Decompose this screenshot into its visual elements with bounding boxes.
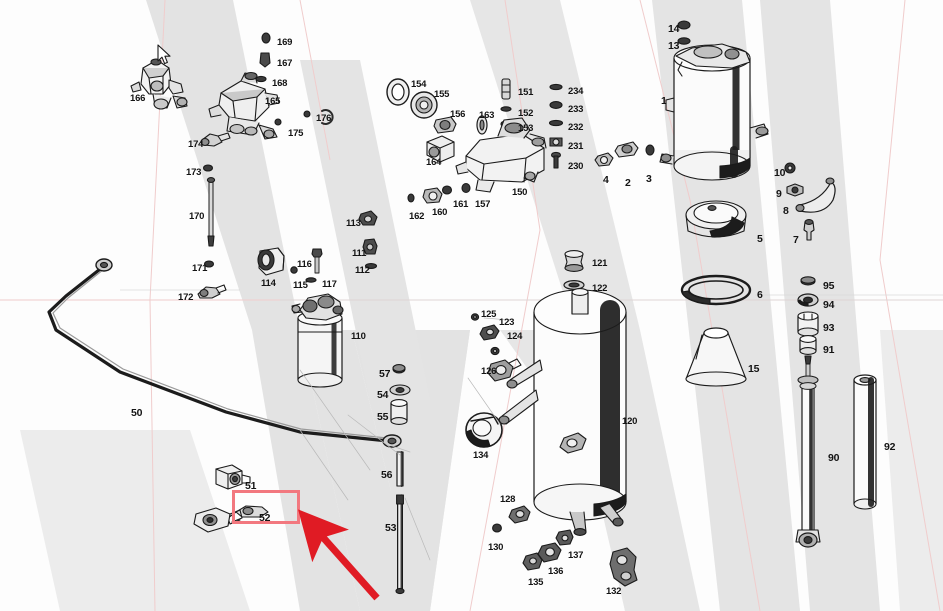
highlight-box-part-52	[232, 490, 300, 524]
callout-165: 165	[265, 96, 281, 107]
callout-10: 10	[774, 167, 786, 179]
callout-121: 121	[592, 258, 608, 269]
callout-135: 135	[528, 577, 544, 588]
callout-136: 136	[548, 566, 564, 577]
callout-232: 232	[568, 122, 584, 133]
mouse-cursor	[157, 44, 171, 65]
callout-176: 176	[316, 113, 332, 124]
callout-2: 2	[625, 177, 631, 189]
callout-124: 124	[507, 331, 523, 342]
callout-174: 174	[188, 139, 204, 150]
callout-151: 151	[518, 87, 534, 98]
callout-167: 167	[277, 58, 293, 69]
callout-7: 7	[793, 234, 799, 246]
callout-134: 134	[473, 450, 489, 461]
callout-153: 153	[518, 123, 534, 134]
callout-155: 155	[434, 89, 450, 100]
callout-157: 157	[475, 199, 491, 210]
callout-233: 233	[568, 104, 584, 115]
callout-50: 50	[131, 407, 143, 419]
callout-171: 171	[192, 263, 208, 274]
callout-128: 128	[500, 494, 516, 505]
callout-166: 166	[130, 93, 146, 104]
callout-55: 55	[377, 411, 389, 423]
callout-170: 170	[189, 211, 205, 222]
callout-120: 120	[622, 416, 638, 427]
callout-95: 95	[823, 280, 835, 292]
callout-117: 117	[322, 279, 337, 290]
callout-162: 162	[409, 211, 425, 222]
callout-173: 173	[186, 167, 202, 178]
callout-6: 6	[757, 289, 763, 301]
callout-125: 125	[481, 309, 497, 320]
callout-122: 122	[592, 283, 608, 294]
callout-126: 126	[481, 366, 497, 377]
callout-160: 160	[432, 207, 448, 218]
callout-94: 94	[823, 299, 835, 311]
callout-56: 56	[381, 469, 393, 481]
callout-132: 132	[606, 586, 622, 597]
callout-9: 9	[776, 188, 782, 200]
callout-90: 90	[828, 452, 840, 464]
callout-13: 13	[668, 40, 680, 52]
callout-53: 53	[385, 522, 397, 534]
callout-123: 123	[499, 317, 515, 328]
callout-137: 137	[568, 550, 584, 561]
callout-52: 52	[259, 512, 271, 524]
callout-234: 234	[568, 86, 584, 97]
callout-156: 156	[450, 109, 466, 120]
callout-231: 231	[568, 141, 584, 152]
callout-152: 152	[518, 108, 534, 119]
callout-111: 111	[352, 248, 367, 259]
callout-110: 110	[351, 331, 366, 342]
callout-4: 4	[603, 174, 609, 186]
callout-57: 57	[379, 368, 391, 380]
callout-5: 5	[757, 233, 763, 245]
callout-91: 91	[823, 344, 835, 356]
callout-161: 161	[453, 199, 469, 210]
callout-3: 3	[646, 173, 652, 185]
callout-130: 130	[488, 542, 504, 553]
callout-114: 114	[261, 278, 276, 289]
callout-154: 154	[411, 79, 427, 90]
callout-51: 51	[245, 480, 257, 492]
callout-14: 14	[668, 23, 680, 35]
callout-169: 169	[277, 37, 293, 48]
callout-168: 168	[272, 78, 288, 89]
callout-112: 112	[355, 265, 370, 276]
callout-150: 150	[512, 187, 528, 198]
callout-1: 1	[661, 95, 667, 107]
callout-164: 164	[426, 157, 442, 168]
callout-93: 93	[823, 322, 835, 334]
callout-230: 230	[568, 161, 584, 172]
callout-116: 116	[297, 259, 312, 270]
callout-175: 175	[288, 128, 304, 139]
callout-113: 113	[346, 218, 361, 229]
callout-54: 54	[377, 389, 389, 401]
callout-92: 92	[884, 441, 896, 453]
callout-15: 15	[748, 363, 760, 375]
callout-163: 163	[479, 110, 495, 121]
callout-8: 8	[783, 205, 789, 217]
callout-172: 172	[178, 292, 194, 303]
callout-115: 115	[293, 280, 308, 291]
